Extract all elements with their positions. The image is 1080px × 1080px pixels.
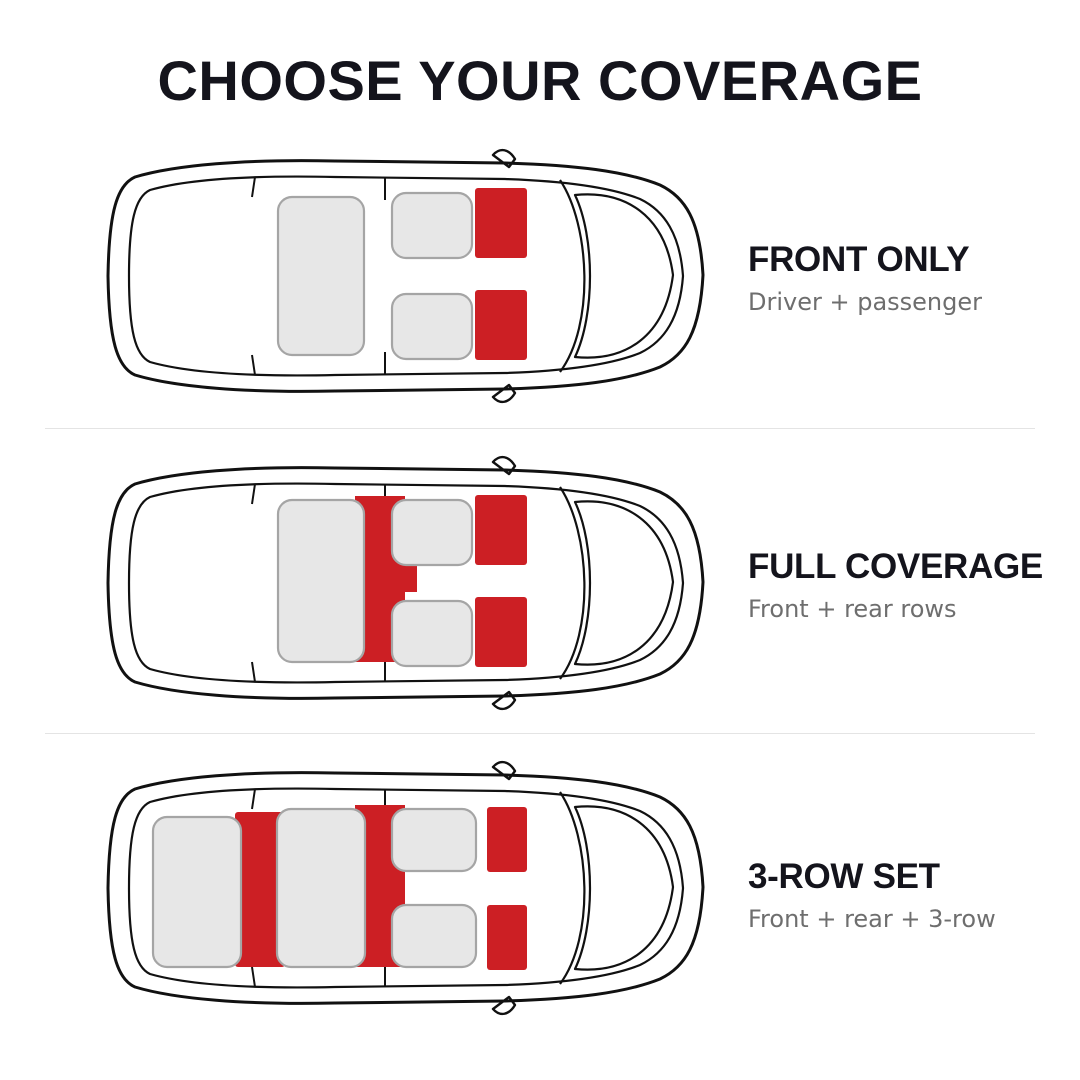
divider xyxy=(45,428,1035,429)
option-description: Driver + passenger xyxy=(748,288,983,316)
option-label: FULL COVERAGE Front + rear rows xyxy=(748,547,1043,623)
option-front-only[interactable]: FRONT ONLY Driver + passenger xyxy=(0,145,1080,415)
option-name: FRONT ONLY xyxy=(748,240,970,279)
option-name: 3-ROW SET xyxy=(748,857,940,896)
car-3-row-set-icon xyxy=(106,760,705,1016)
page-title: CHOOSE YOUR COVERAGE xyxy=(157,49,923,112)
car-front-only-icon xyxy=(106,148,705,404)
option-3-row-set[interactable]: 3-ROW SET Front + rear + 3-row xyxy=(0,757,1080,1027)
option-name: FULL COVERAGE xyxy=(748,547,1043,586)
option-label: FRONT ONLY Driver + passenger xyxy=(748,240,982,316)
option-description: Front + rear + 3-row xyxy=(748,905,996,933)
option-description: Front + rear rows xyxy=(748,595,957,623)
option-full-coverage[interactable]: FULL COVERAGE Front + rear rows xyxy=(0,452,1080,722)
option-label: 3-ROW SET Front + rear + 3-row xyxy=(748,857,996,933)
car-full-coverage-icon xyxy=(106,455,705,711)
divider xyxy=(45,733,1035,734)
